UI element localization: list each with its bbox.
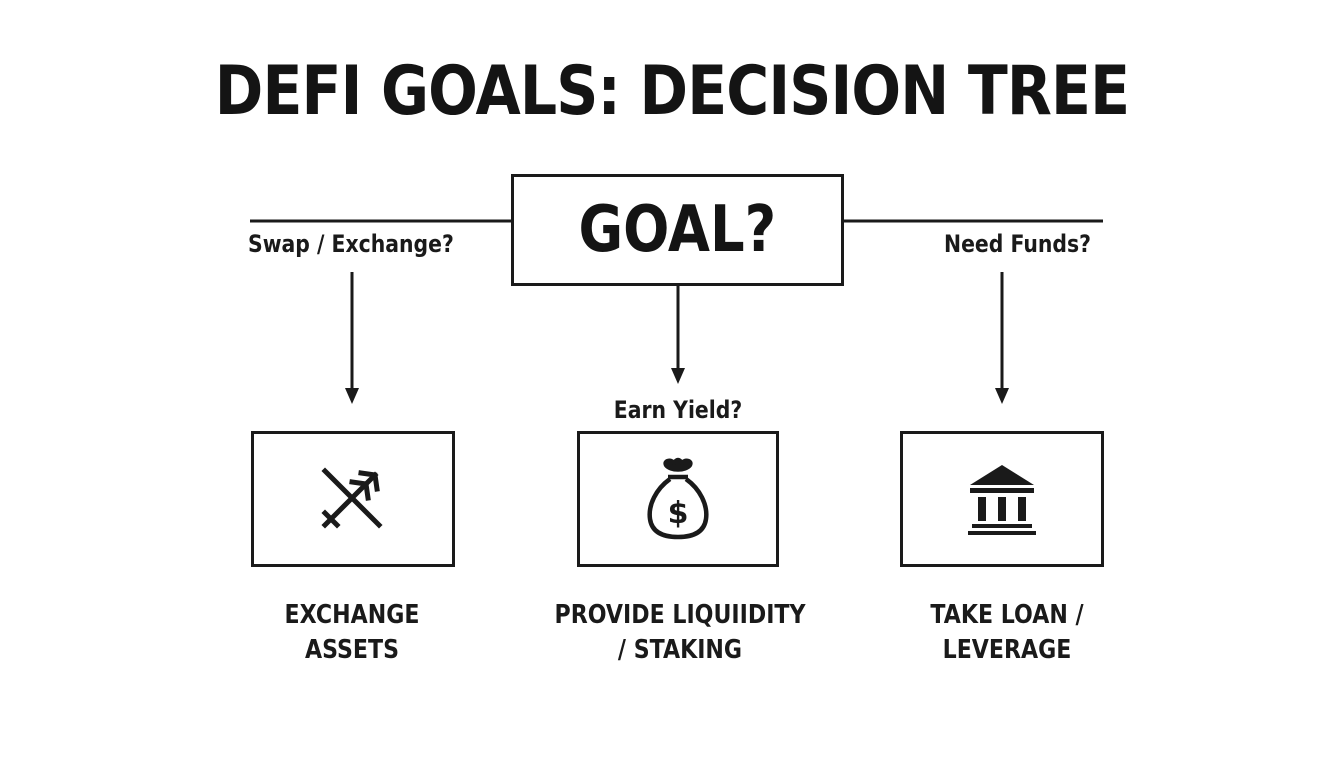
outcome-loan: TAKE LOAN / LEVERAGE	[880, 598, 1135, 668]
outcome-liquidity: PROVIDE LIQUIIDITY / STAKING	[553, 598, 808, 668]
outcome-liquidity-line-2: / STAKING	[617, 635, 743, 665]
root-node-label: GOAL?	[578, 193, 777, 267]
arrow-swap-head	[345, 388, 359, 404]
arrow-funds-head	[995, 388, 1009, 404]
edge-label-yield: Earn Yield?	[613, 396, 743, 424]
node-loan	[900, 431, 1104, 567]
diagram-title: DEFI GOALS: DECISION TREE	[214, 52, 1130, 131]
outcome-liquidity-line-1: PROVIDE LIQUIIDITY	[554, 600, 806, 630]
edge-label-funds: Need Funds?	[944, 230, 1091, 258]
outcome-exchange-line-1: EXCHANGE	[284, 600, 420, 630]
outcome-exchange: EXCHANGE ASSETS	[225, 598, 480, 668]
edge-label-swap: Swap / Exchange?	[248, 230, 454, 258]
node-liquidity: $	[577, 431, 779, 567]
arrow-yield-head	[671, 368, 685, 384]
bank-icon	[968, 465, 1036, 535]
outcome-exchange-line-2: ASSETS	[304, 635, 400, 665]
exchange-arrows-icon	[321, 467, 383, 529]
outcome-loan-line-2: LEVERAGE	[942, 635, 1072, 665]
node-exchange	[251, 431, 455, 567]
money-bag-icon: $	[647, 457, 709, 540]
outcome-loan-line-1: TAKE LOAN /	[930, 600, 1084, 630]
svg-text:$: $	[668, 496, 689, 531]
root-node-goal: GOAL?	[511, 174, 844, 286]
